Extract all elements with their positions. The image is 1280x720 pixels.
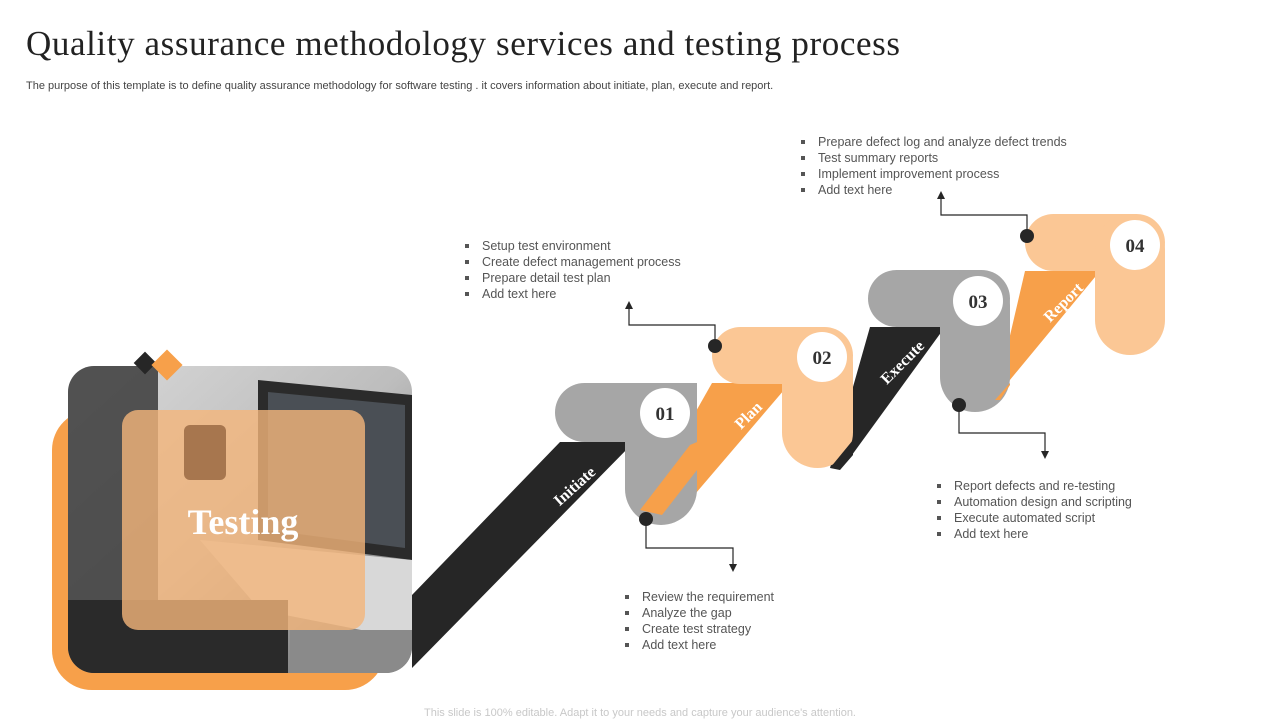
arrow-up-icon	[625, 301, 633, 309]
list-item: Review the requirement	[625, 589, 774, 605]
plan-list: Setup test environment Create defect man…	[465, 238, 681, 302]
list-item: Create test strategy	[625, 621, 774, 637]
list-item: Create defect management process	[465, 254, 681, 270]
list-item: Analyze the gap	[625, 605, 774, 621]
connector-dot	[639, 512, 653, 526]
connector-dot	[708, 339, 722, 353]
connector-lines	[628, 197, 1046, 566]
list-item: Automation design and scripting	[937, 494, 1132, 510]
coffee-cup	[184, 425, 226, 480]
step-number-circle	[1110, 220, 1160, 270]
list-item: Add text here	[625, 637, 774, 653]
footer-note: This slide is 100% editable. Adapt it to…	[424, 707, 856, 719]
band-report	[995, 271, 1100, 400]
list-item: Prepare detail test plan	[465, 270, 681, 286]
step-number-circle	[953, 276, 1003, 326]
page-subtitle: The purpose of this template is to defin…	[26, 80, 774, 92]
list-item: Execute automated script	[937, 510, 1132, 526]
list-item: Add text here	[465, 286, 681, 302]
list-item: Implement improvement process	[801, 166, 1067, 182]
list-item: Add text here	[801, 182, 1067, 198]
arrow-down-icon	[1041, 451, 1049, 459]
page-title: Quality assurance methodology services a…	[26, 24, 901, 63]
list-item: Setup test environment	[465, 238, 681, 254]
band-initiate	[412, 442, 634, 668]
testing-label: Testing	[188, 502, 299, 542]
step-number: 02	[813, 348, 832, 369]
step-number-circle	[797, 332, 847, 382]
initiate-list: Review the requirement Analyze the gap C…	[625, 589, 774, 653]
arrowheads	[625, 191, 1049, 572]
testing-photo: Testing	[52, 349, 412, 690]
step-number: 03	[969, 292, 988, 313]
execute-list: Report defects and re-testing Automation…	[937, 478, 1132, 542]
list-item: Prepare defect log and analyze defect tr…	[801, 134, 1067, 150]
arrow-up-icon	[937, 191, 945, 199]
photo-overlay	[122, 410, 365, 630]
connector-dot	[1020, 229, 1034, 243]
diamond-orange-icon	[151, 349, 183, 381]
list-item: Report defects and re-testing	[937, 478, 1132, 494]
band-execute	[830, 327, 945, 468]
connector-dot	[952, 398, 966, 412]
list-item: Add text here	[937, 526, 1132, 542]
step-number: 04	[1126, 236, 1146, 257]
arrow-down-icon	[729, 564, 737, 572]
list-item: Test summary reports	[801, 150, 1067, 166]
report-list: Prepare defect log and analyze defect tr…	[801, 134, 1067, 198]
step-number: 01	[656, 404, 675, 425]
step-number-circle	[640, 388, 690, 438]
